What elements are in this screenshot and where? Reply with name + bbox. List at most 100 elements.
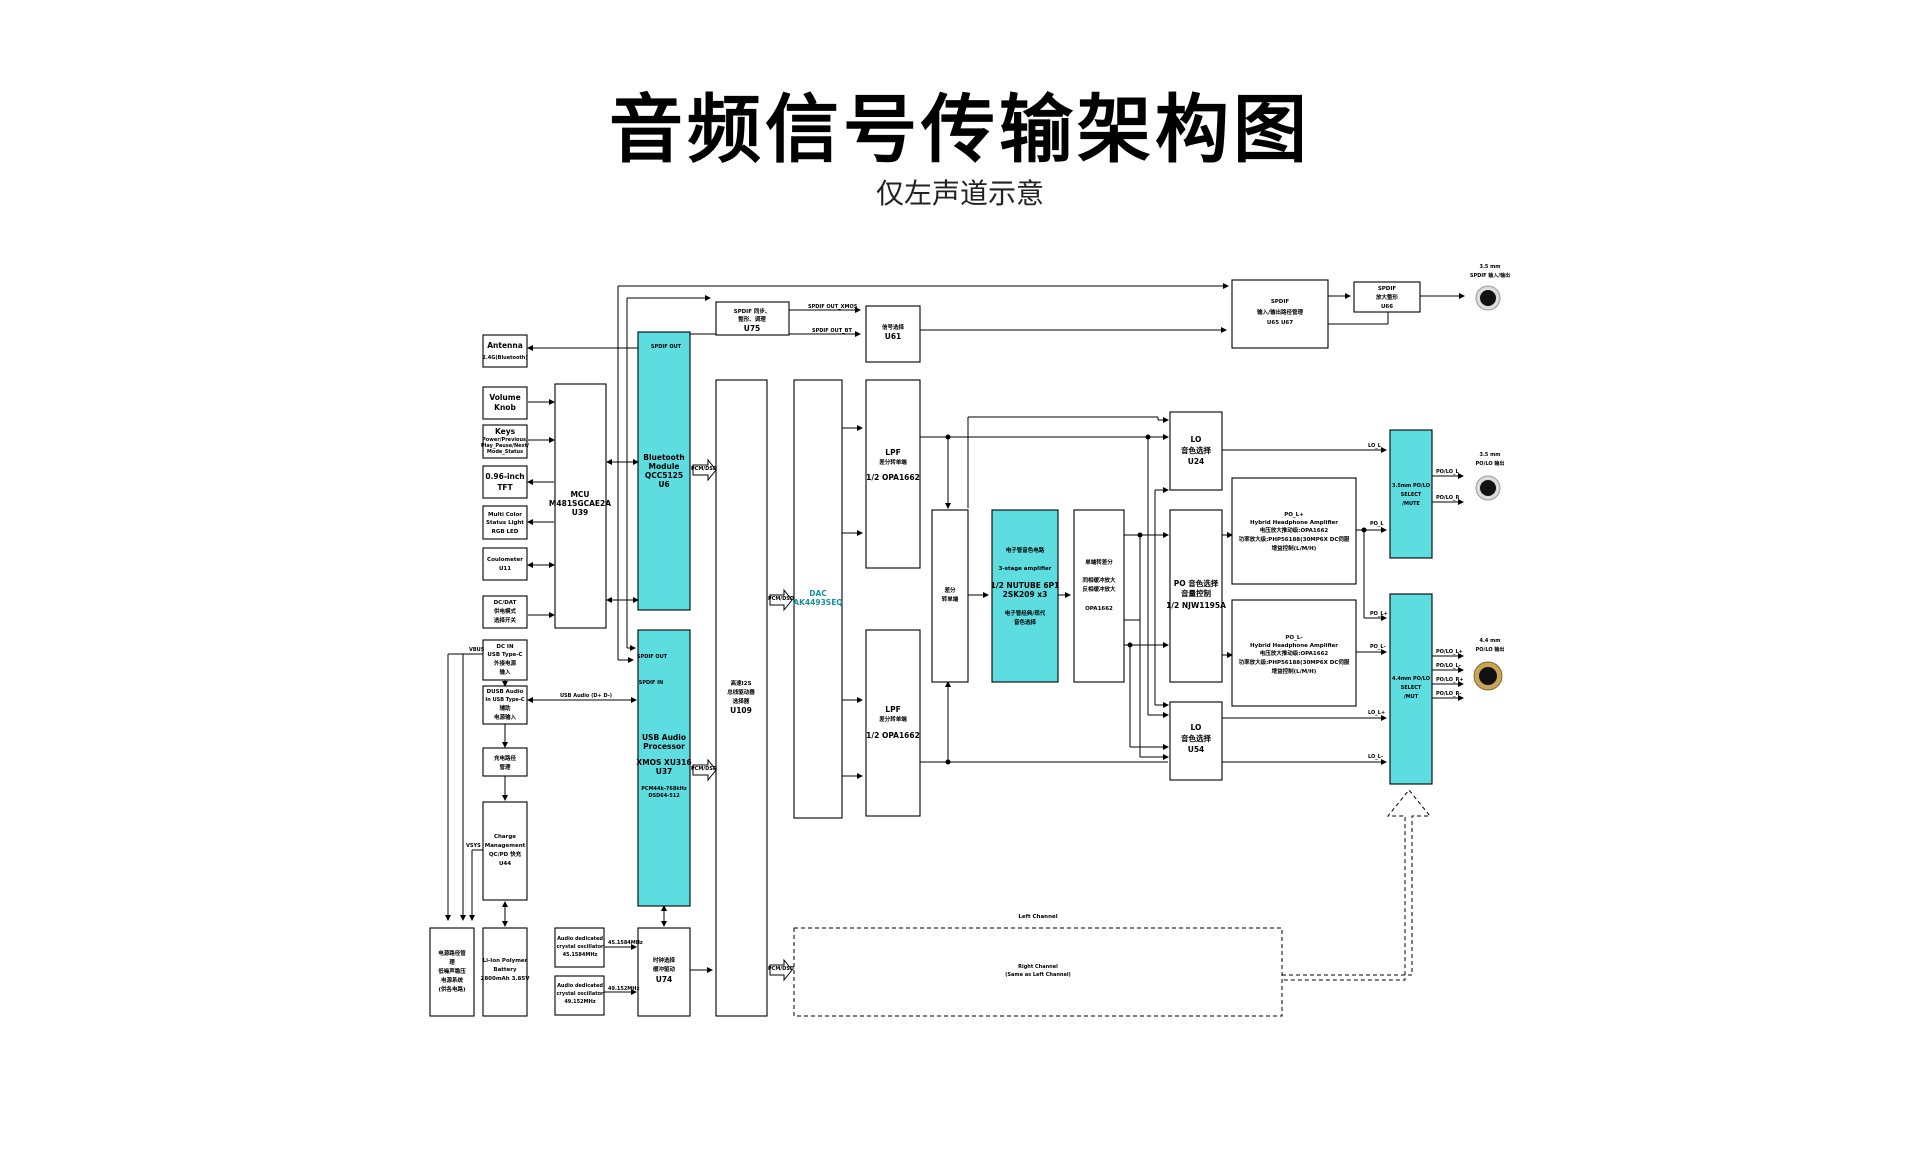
svg-text:PCM/DSD: PCM/DSD bbox=[691, 466, 717, 472]
svg-text:SELECT: SELECT bbox=[1401, 492, 1422, 498]
svg-text:Mode_Status: Mode_Status bbox=[487, 449, 523, 455]
svg-text:音色选择: 音色选择 bbox=[1181, 445, 1211, 455]
svg-text:VSYS: VSYS bbox=[466, 843, 481, 849]
block-coulometer: Coulometer U11 bbox=[482, 547, 528, 581]
svg-text:PO/LO_L+: PO/LO_L+ bbox=[1436, 649, 1463, 655]
svg-text:Hybrid Headphone Amplifier: Hybrid Headphone Amplifier bbox=[1250, 643, 1338, 649]
block-dusb-audio: DUSB Audio In USB Type-C 辅助 电源输入 bbox=[482, 685, 528, 725]
svg-text:时钟选择: 时钟选择 bbox=[653, 956, 676, 964]
svg-text:PCM44k-768kHz: PCM44k-768kHz bbox=[641, 786, 687, 792]
block-select-3-5mm: 3.5mm PO/LO SELECT /MUTE bbox=[1389, 429, 1433, 559]
svg-text:QCC5125: QCC5125 bbox=[645, 471, 683, 480]
svg-text:U75: U75 bbox=[744, 324, 761, 333]
jack-4-4mm: 4.4 mm PO/LO 输出 bbox=[1473, 638, 1504, 691]
svg-text:缓冲驱动: 缓冲驱动 bbox=[653, 965, 676, 973]
svg-text:反相缓冲放大: 反相缓冲放大 bbox=[1082, 585, 1116, 593]
svg-text:外接电源: 外接电源 bbox=[494, 659, 517, 667]
svg-text:M481SGCAE2A: M481SGCAE2A bbox=[549, 499, 611, 508]
svg-text:DC IN: DC IN bbox=[496, 644, 514, 650]
block-dc-in: DC IN USB Type-C 外接电源 输入 bbox=[482, 639, 528, 681]
svg-text:选择器: 选择器 bbox=[733, 697, 750, 705]
svg-text:整形、调理: 整形、调理 bbox=[738, 315, 766, 323]
svg-text:SPDIF: SPDIF bbox=[1378, 286, 1397, 292]
svg-text:总线驱动器: 总线驱动器 bbox=[727, 688, 755, 696]
svg-text:(Same as Left Channel): (Same as Left Channel) bbox=[1005, 972, 1071, 978]
svg-text:MCU: MCU bbox=[570, 490, 589, 499]
svg-text:电源输入: 电源输入 bbox=[494, 713, 517, 721]
svg-text:Knob: Knob bbox=[494, 403, 516, 412]
svg-text:Processor: Processor bbox=[643, 742, 685, 751]
block-status-light: Multi Color Status Light RGB LED bbox=[482, 505, 528, 540]
svg-text:1/2 NUTUBE 6P1: 1/2 NUTUBE 6P1 bbox=[991, 581, 1060, 590]
svg-text:2800mAh 3.85V: 2800mAh 3.85V bbox=[481, 976, 531, 982]
svg-text:4.4 mm: 4.4 mm bbox=[1479, 638, 1500, 644]
svg-text:LO_L: LO_L bbox=[1368, 443, 1382, 449]
svg-text:电压放大推动级:OPA1662: 电压放大推动级:OPA1662 bbox=[1260, 526, 1329, 534]
svg-text:0.96-inch: 0.96-inch bbox=[485, 472, 524, 481]
svg-text:PCM/DSD: PCM/DSD bbox=[691, 766, 717, 772]
svg-text:SPDIF OUT: SPDIF OUT bbox=[651, 344, 682, 350]
svg-text:增益控制(L/M/H): 增益控制(L/M/H) bbox=[1272, 544, 1317, 552]
svg-text:/MUT: /MUT bbox=[1404, 694, 1419, 700]
block-oscillator-2: Audio dedicated crystal oscillator 49.15… bbox=[554, 975, 605, 1016]
svg-text:crystal oscillator: crystal oscillator bbox=[556, 991, 604, 997]
block-oscillator-1: Audio dedicated crystal oscillator 45.15… bbox=[554, 927, 605, 968]
svg-text:U74: U74 bbox=[656, 975, 673, 984]
block-power-system: 电源路径管 理 低噪声稳压 电源系统 (供各电路) bbox=[429, 927, 475, 1017]
svg-text:Keys: Keys bbox=[495, 427, 516, 436]
block-spdif-sync: SPDIF 同步、 整形、调理 U75 bbox=[715, 301, 790, 336]
svg-text:Hybrid Headphone Amplifier: Hybrid Headphone Amplifier bbox=[1250, 520, 1338, 526]
svg-text:U66: U66 bbox=[1381, 304, 1393, 310]
svg-text:PCM/DSD: PCM/DSD bbox=[768, 966, 794, 972]
block-lpf-1: LPF 差分转单端 1/2 OPA1662 bbox=[865, 379, 921, 569]
block-spdif-amp: SPDIF 放大整形 U66 bbox=[1353, 281, 1421, 313]
svg-text:同相缓冲放大: 同相缓冲放大 bbox=[1082, 576, 1116, 584]
svg-text:/MUTE: /MUTE bbox=[1402, 501, 1420, 507]
svg-text:3.5mm PO/LO: 3.5mm PO/LO bbox=[1392, 483, 1430, 489]
svg-text:SPDIF 同步、: SPDIF 同步、 bbox=[734, 307, 771, 315]
block-po-volume: PO 音色选择 音量控制 1/2 NJW1195A bbox=[1166, 509, 1226, 683]
block-lo-u54: LO 音色选择 U54 bbox=[1169, 701, 1223, 781]
svg-text:Audio dedicated: Audio dedicated bbox=[557, 936, 603, 942]
svg-text:45.1584MHz: 45.1584MHz bbox=[563, 952, 598, 958]
svg-text:音色选择: 音色选择 bbox=[1181, 733, 1211, 743]
svg-text:Coulometer: Coulometer bbox=[487, 557, 523, 563]
block-headphone-amp-1: PO_L+ Hybrid Headphone Amplifier 电压放大推动级… bbox=[1231, 477, 1357, 585]
svg-text:电子管音色电路: 电子管音色电路 bbox=[1006, 546, 1045, 554]
svg-text:LO_L-: LO_L- bbox=[1368, 754, 1383, 760]
svg-text:Audio dedicated: Audio dedicated bbox=[557, 983, 603, 989]
block-antenna: Antenna 2.4G(Bluetooth) bbox=[482, 334, 528, 368]
block-headphone-amp-2: PO_L- Hybrid Headphone Amplifier 电压放大推动级… bbox=[1231, 599, 1357, 707]
svg-text:PO_L+: PO_L+ bbox=[1370, 611, 1388, 617]
svg-text:DAC: DAC bbox=[809, 589, 827, 598]
block-mcu: MCU M481SGCAE2A U39 bbox=[549, 383, 611, 629]
block-keys: Keys Power/Previous/ Play_Pause/Next/ Mo… bbox=[481, 424, 529, 459]
svg-text:USB Audio (D+ D-): USB Audio (D+ D-) bbox=[560, 693, 612, 699]
svg-text:差分: 差分 bbox=[944, 586, 956, 594]
svg-text:2SK209 x3: 2SK209 x3 bbox=[1003, 590, 1048, 599]
svg-text:功率放大级:PHP56188(30MP6X DC伺服: 功率放大级:PHP56188(30MP6X DC伺服 bbox=[1239, 658, 1350, 666]
svg-text:U65 U67: U65 U67 bbox=[1267, 320, 1293, 326]
svg-text:SPDIF: SPDIF bbox=[1271, 299, 1290, 305]
jack-spdif: 3.5 mm SPDIF 输入/输出 bbox=[1470, 264, 1510, 311]
block-lo-u24: LO 音色选择 U24 bbox=[1169, 411, 1223, 491]
svg-text:Power/Previous/: Power/Previous/ bbox=[482, 437, 528, 443]
svg-text:电压放大推动级:OPA1662: 电压放大推动级:OPA1662 bbox=[1260, 649, 1329, 657]
svg-text:LO: LO bbox=[1191, 435, 1202, 444]
svg-text:PO/LO 输出: PO/LO 输出 bbox=[1476, 460, 1505, 467]
svg-text:45.1584MHz: 45.1584MHz bbox=[608, 940, 643, 946]
svg-text:Charge: Charge bbox=[494, 834, 516, 840]
block-tube-amp: 电子管音色电路 3-stage amplifier 1/2 NUTUBE 6P1… bbox=[991, 509, 1060, 683]
svg-text:OPA1662: OPA1662 bbox=[1085, 606, 1113, 612]
svg-text:U24: U24 bbox=[1188, 457, 1205, 466]
svg-text:Multi Color: Multi Color bbox=[488, 512, 522, 518]
svg-text:VBUS: VBUS bbox=[469, 647, 485, 653]
svg-text:DC/DAT: DC/DAT bbox=[494, 600, 517, 606]
svg-text:管理: 管理 bbox=[499, 763, 511, 771]
svg-text:SPDIF OUT: SPDIF OUT bbox=[637, 654, 668, 660]
svg-text:3.5 mm: 3.5 mm bbox=[1479, 452, 1500, 458]
connection-lines bbox=[445, 283, 1465, 1017]
svg-text:TFT: TFT bbox=[497, 483, 513, 492]
svg-text:PO_L-: PO_L- bbox=[1370, 644, 1386, 650]
